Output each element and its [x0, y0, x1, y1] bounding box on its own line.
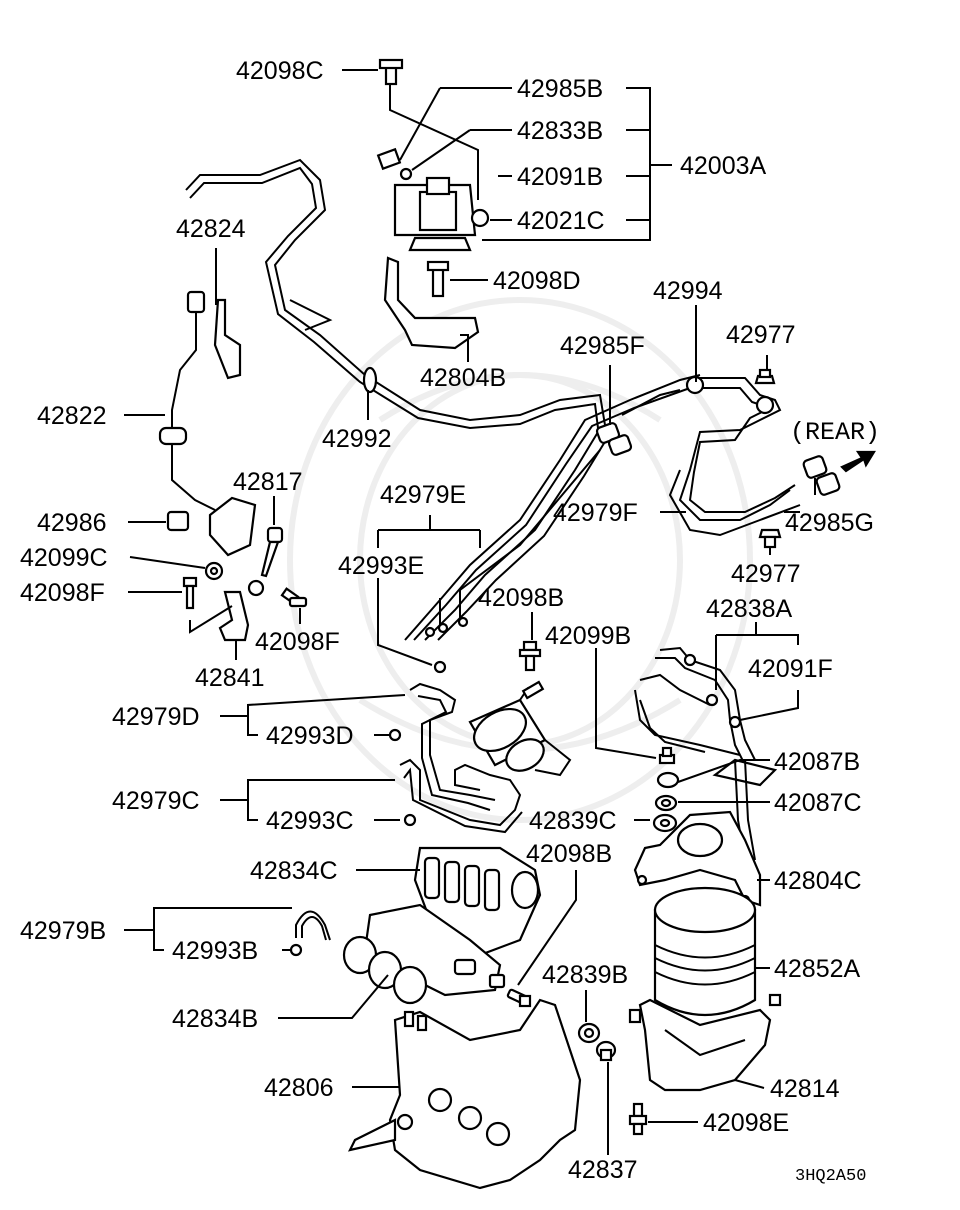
pump-motor: [468, 680, 572, 777]
arrow-rear: [840, 450, 876, 473]
collar-42837: [595, 1040, 617, 1062]
label-42993d: 42993D: [266, 722, 354, 750]
washers-42087: [654, 746, 680, 812]
label-42985f: 42985F: [560, 332, 645, 360]
brake-lines-center: [404, 374, 701, 641]
label-42804b: 42804B: [420, 364, 506, 392]
label-42003a: 42003A: [680, 152, 767, 180]
valve-assembly-top: [376, 58, 490, 252]
label-42833b: 42833B: [517, 117, 603, 145]
pipe-42838a: [634, 646, 756, 766]
bolt-42098f-left: [182, 576, 198, 610]
pipe-42979c: [399, 758, 523, 834]
bracket-42804b: [383, 256, 480, 350]
bolt-42977-top: [754, 368, 776, 385]
label-42837: 42837: [568, 1156, 638, 1184]
label-42992: 42992: [322, 425, 392, 453]
harness-42992: [185, 158, 606, 430]
label-42099c: 42099C: [20, 544, 108, 572]
fittings-42985f: [595, 389, 681, 456]
label-42087c: 42087C: [774, 789, 862, 817]
hcu-solenoid-block: [342, 903, 506, 1005]
label-42824: 42824: [176, 215, 246, 243]
grommet-42839b: [577, 1022, 601, 1044]
label-42098f-left: 42098F: [20, 579, 105, 607]
label-42087b: 42087B: [774, 748, 860, 776]
label-42993c: 42993C: [266, 807, 354, 835]
label-42994: 42994: [653, 277, 723, 305]
bracket-42841: [189, 590, 250, 642]
diagram-code: 3HQ2A50: [795, 1167, 866, 1186]
accumulator-42852a: [653, 886, 757, 1016]
label-42091f: 42091F: [748, 655, 833, 683]
link-42817: [247, 526, 284, 597]
label-42993e: 42993E: [338, 552, 424, 580]
label-42098b-upper: 42098B: [478, 584, 564, 612]
label-42098e: 42098E: [703, 1109, 789, 1137]
label-42979f: 42979F: [553, 499, 638, 527]
label-42021c: 42021C: [517, 207, 605, 235]
label-42979c: 42979C: [112, 787, 200, 815]
label-42841: 42841: [195, 664, 265, 692]
label-42993b: 42993B: [172, 937, 258, 965]
bolt-42977-bottom: [758, 528, 782, 549]
label-42834c: 42834C: [250, 857, 338, 885]
label-42977-top: 42977: [726, 321, 796, 349]
label-42091b: 42091B: [517, 163, 603, 191]
label-42099b: 42099B: [545, 622, 631, 650]
label-42834b: 42834B: [172, 1005, 258, 1033]
label-42838a: 42838A: [706, 595, 793, 623]
label-42822: 42822: [37, 402, 107, 430]
fittings-42985g: [802, 455, 841, 496]
label-42985g: 42985G: [785, 509, 874, 537]
nut-42099c: [204, 561, 224, 581]
label-42817: 42817: [233, 468, 303, 496]
sensor-42822: [158, 290, 257, 557]
label-42985b: 42985B: [517, 75, 603, 103]
bracket-42806: [347, 998, 582, 1190]
label-42098b-lower: 42098B: [526, 840, 612, 868]
grommet-42839c: [652, 813, 678, 833]
label-42806: 42806: [264, 1074, 334, 1102]
pipe-42979d: [409, 682, 496, 811]
pipe-42979b: [295, 910, 331, 941]
bolt-42098b-upper: [518, 640, 542, 672]
label-42979d: 42979D: [112, 703, 200, 731]
label-42979e: 42979E: [380, 481, 466, 509]
label-42804c: 42804C: [774, 867, 862, 895]
bolt-42098e: [628, 1102, 648, 1136]
brake-lines-rear: [668, 375, 801, 537]
leader-lines: [124, 69, 816, 1155]
label-42986: 42986: [37, 509, 107, 537]
clip-42986: [166, 510, 190, 532]
label-42098f-right: 42098F: [255, 628, 340, 656]
label-rear-direction: (REAR): [790, 418, 880, 447]
bolt-42098f-right: [280, 587, 308, 608]
label-42098d: 42098D: [493, 267, 581, 295]
label-42839b: 42839B: [542, 961, 628, 989]
bracket-42814: [628, 993, 782, 1092]
label-42979b: 42979B: [20, 917, 106, 945]
bolt-42098b-lower: [506, 988, 532, 1008]
label-42814: 42814: [770, 1075, 840, 1103]
label-42852a: 42852A: [774, 955, 861, 983]
label-42098c: 42098C: [236, 57, 324, 85]
label-42839c: 42839C: [529, 807, 617, 835]
label-42977-bottom: 42977: [731, 560, 801, 588]
